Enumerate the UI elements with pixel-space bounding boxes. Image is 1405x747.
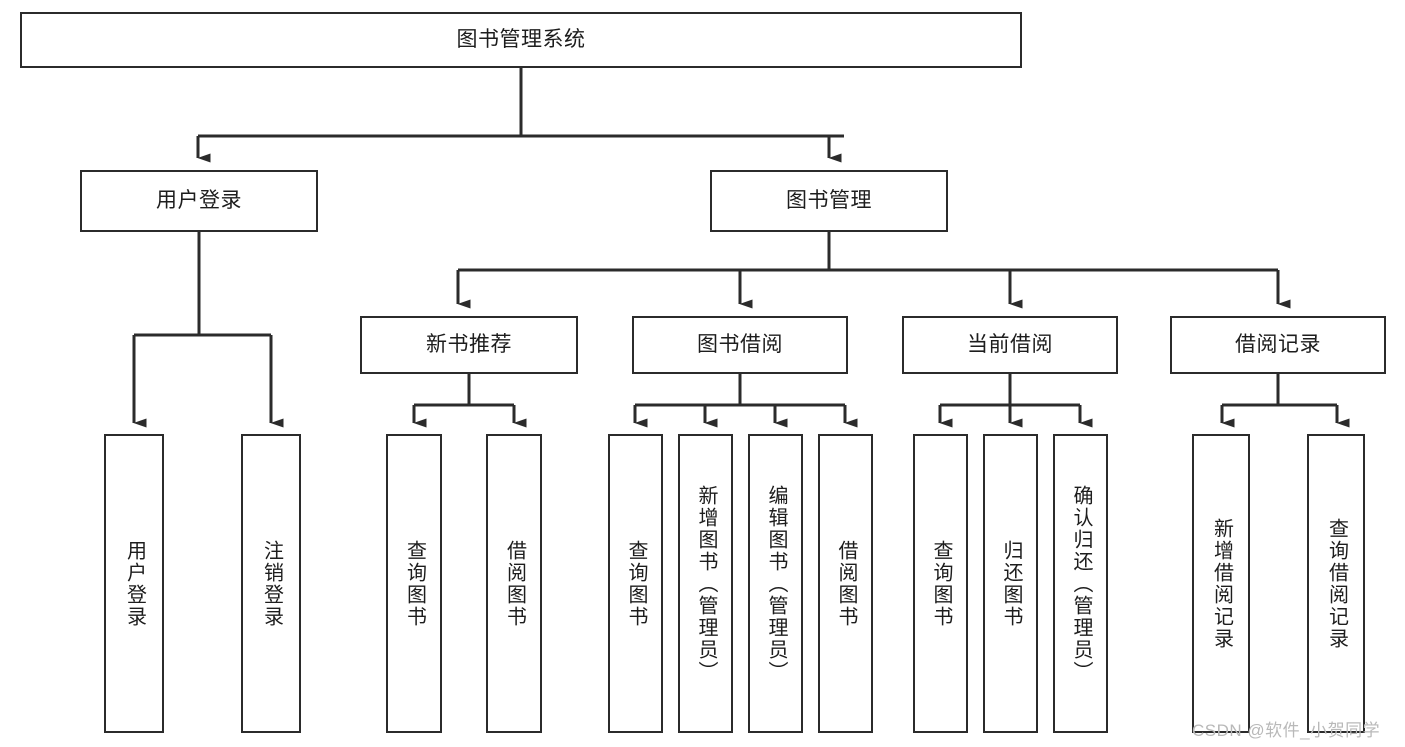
node-new-book-recommend-label: 新书推荐 — [426, 333, 512, 357]
node-book-manage-label: 图书管理 — [786, 189, 872, 213]
leaf-logout[interactable]: 注销登录 — [241, 434, 301, 733]
node-root[interactable]: 图书管理系统 — [20, 12, 1022, 68]
leaf-br-query-record-label: 查询借阅记录 — [1325, 517, 1348, 650]
leaf-nb-borrow-book-label: 借阅图书 — [503, 539, 526, 628]
leaf-bb-query-book-label: 查询图书 — [625, 539, 647, 628]
leaf-user-login[interactable]: 用户登录 — [104, 434, 164, 733]
node-borrow-record[interactable]: 借阅记录 — [1170, 316, 1386, 374]
node-user-login-label: 用户登录 — [156, 189, 242, 213]
leaf-bb-edit-book-label: 编辑图书（管理员） — [765, 484, 787, 683]
leaf-cb-confirm-return-label: 确认归还（管理员） — [1070, 484, 1092, 683]
leaf-nb-query-book[interactable]: 查询图书 — [386, 434, 442, 733]
leaf-br-query-record[interactable]: 查询借阅记录 — [1307, 434, 1365, 733]
leaf-cb-confirm-return[interactable]: 确认归还（管理员） — [1053, 434, 1108, 733]
node-root-label: 图书管理系统 — [456, 28, 586, 52]
leaf-bb-add-book[interactable]: 新增图书（管理员） — [678, 434, 733, 733]
leaf-nb-borrow-book[interactable]: 借阅图书 — [486, 434, 542, 733]
leaf-bb-add-book-label: 新增图书（管理员） — [695, 484, 717, 683]
node-current-borrow[interactable]: 当前借阅 — [902, 316, 1118, 374]
leaf-nb-query-book-label: 查询图书 — [403, 539, 426, 628]
node-book-borrow[interactable]: 图书借阅 — [632, 316, 848, 374]
leaf-cb-return-book-label: 归还图书 — [1000, 539, 1022, 628]
leaf-bb-borrow-book-label: 借阅图书 — [835, 539, 857, 628]
leaf-cb-return-book[interactable]: 归还图书 — [983, 434, 1038, 733]
leaf-cb-query-book[interactable]: 查询图书 — [913, 434, 968, 733]
leaf-br-add-record-label: 新增借阅记录 — [1210, 517, 1233, 650]
node-book-borrow-label: 图书借阅 — [697, 333, 783, 357]
node-user-login[interactable]: 用户登录 — [80, 170, 318, 232]
csdn-watermark: CSDN @软件_小贺同学 — [1192, 721, 1381, 740]
leaf-logout-label: 注销登录 — [260, 539, 283, 628]
node-current-borrow-label: 当前借阅 — [967, 333, 1053, 357]
node-borrow-record-label: 借阅记录 — [1235, 333, 1321, 357]
leaf-bb-edit-book[interactable]: 编辑图书（管理员） — [748, 434, 803, 733]
leaf-cb-query-book-label: 查询图书 — [930, 539, 952, 628]
leaf-bb-query-book[interactable]: 查询图书 — [608, 434, 663, 733]
leaf-bb-borrow-book[interactable]: 借阅图书 — [818, 434, 873, 733]
leaf-br-add-record[interactable]: 新增借阅记录 — [1192, 434, 1250, 733]
node-book-manage[interactable]: 图书管理 — [710, 170, 948, 232]
node-new-book-recommend[interactable]: 新书推荐 — [360, 316, 578, 374]
leaf-user-login-label: 用户登录 — [123, 539, 146, 628]
